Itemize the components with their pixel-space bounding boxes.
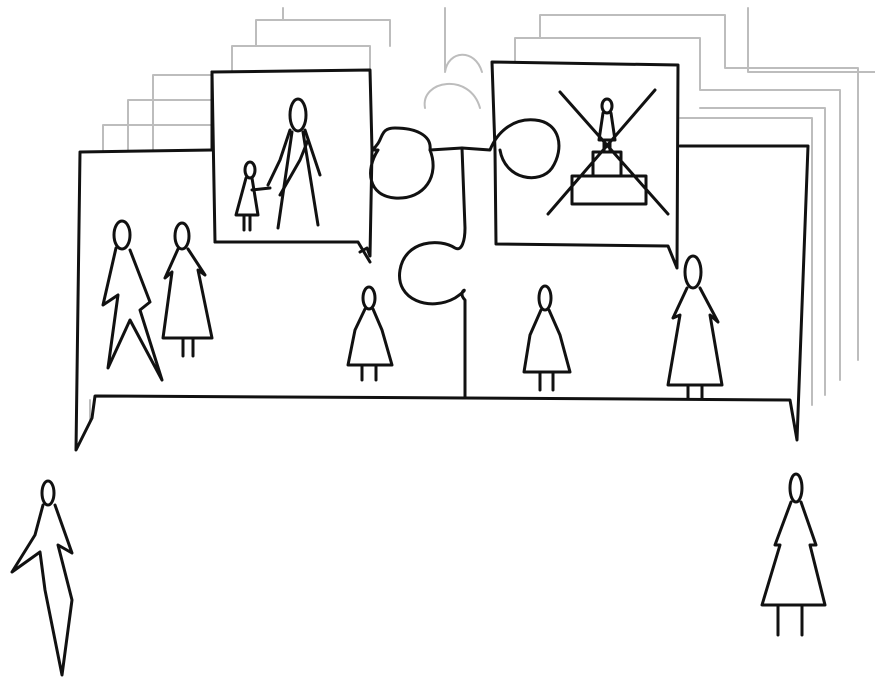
male-figure-icon bbox=[101, 219, 164, 382]
female-figure-icon bbox=[161, 221, 214, 358]
male-figure-icon bbox=[10, 479, 74, 677]
female-figure-icon bbox=[522, 284, 572, 392]
right-puzzle-panel bbox=[460, 118, 810, 442]
left-inset-box bbox=[210, 68, 432, 264]
crossed-out-podium-icon bbox=[546, 88, 670, 216]
parent-with-child-icon bbox=[234, 97, 322, 232]
stacked-panels-background bbox=[89, 7, 875, 421]
female-figure-icon bbox=[760, 472, 827, 637]
female-figure-icon bbox=[666, 254, 724, 400]
right-inset-box bbox=[490, 60, 680, 270]
female-figure-icon bbox=[346, 285, 394, 382]
